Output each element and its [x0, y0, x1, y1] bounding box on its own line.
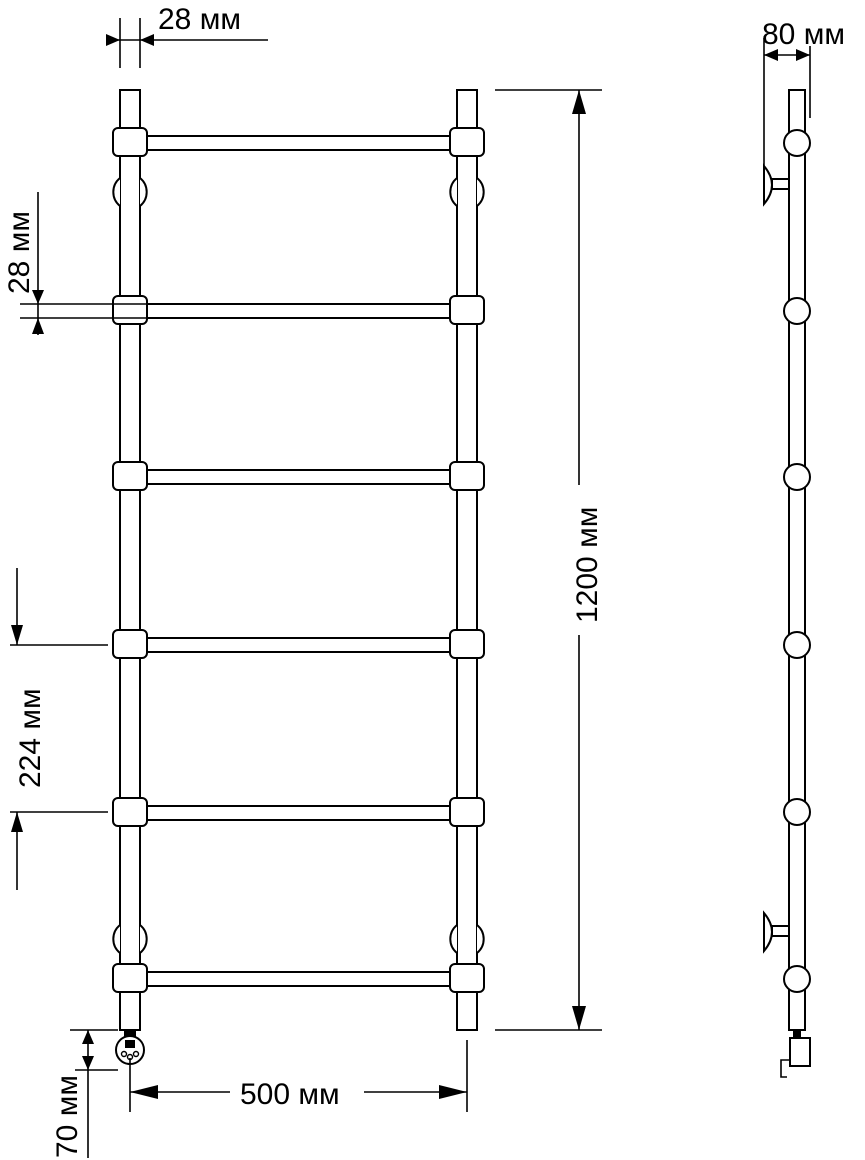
side-post — [788, 89, 806, 1031]
rung — [139, 135, 458, 151]
right-post — [456, 89, 478, 1031]
dimension-total-height: 1200 мм — [495, 89, 604, 1031]
wall-brackets — [112, 177, 485, 954]
couplings — [112, 127, 485, 993]
left-post — [119, 89, 141, 1031]
front-view — [112, 89, 485, 1065]
dimension-pipe-diameter-top: 28 мм — [106, 3, 268, 68]
side-view: 80 мм — [762, 18, 845, 1078]
rung — [139, 971, 458, 987]
dim-label-70: 70 мм — [51, 1075, 84, 1158]
dimension-heater-offset: 70 мм — [51, 1029, 118, 1158]
rungs — [139, 135, 458, 987]
dimension-width: 500 мм — [129, 1040, 468, 1112]
dim-label-80: 80 мм — [762, 18, 845, 51]
rung — [139, 637, 458, 653]
dim-label-500: 500 мм — [240, 1078, 340, 1111]
dim-label-28-side: 28 мм — [3, 211, 36, 294]
dimension-pipe-diameter-side: 28 мм — [3, 192, 163, 335]
rung — [139, 303, 458, 319]
dim-label-1200: 1200 мм — [571, 507, 604, 623]
dimension-rung-spacing: 224 мм — [10, 568, 108, 890]
dimension-wall-depth: 80 мм — [762, 18, 845, 168]
dim-label-28-top: 28 мм — [158, 3, 241, 36]
side-heater — [780, 1030, 811, 1078]
dim-label-224: 224 мм — [14, 688, 47, 788]
side-rung-ends — [783, 129, 811, 993]
rung — [139, 805, 458, 821]
rung — [139, 469, 458, 485]
side-wall-mounts — [763, 163, 790, 954]
